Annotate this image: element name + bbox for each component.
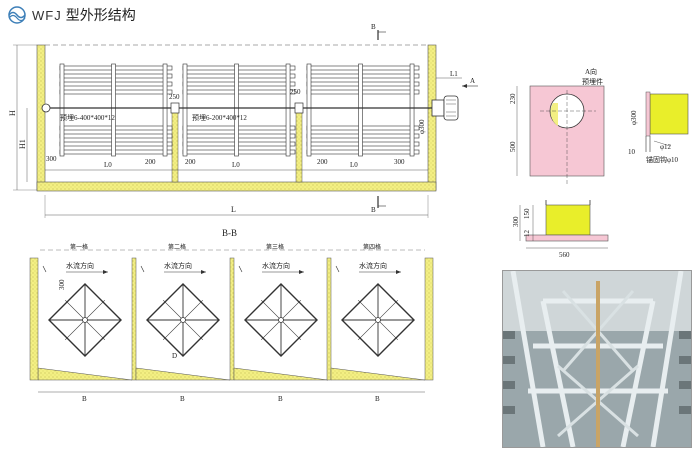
dim-250-2: 250 xyxy=(290,88,301,96)
hub-icon xyxy=(180,317,186,323)
embed-label-a: 预埋6-400*400*12 xyxy=(60,113,115,122)
flow-direction-label: 水流方向 xyxy=(262,261,290,270)
dim-l0-3: L0 xyxy=(350,161,358,169)
section-mark-top: B xyxy=(371,23,376,31)
lower-plate xyxy=(525,234,609,242)
dim-b: B xyxy=(375,395,380,403)
dim-l: L xyxy=(231,205,236,214)
divider-wall-1 xyxy=(171,105,179,183)
dim-300-section: 300 xyxy=(58,279,66,290)
dim-300-left: 300 xyxy=(46,155,57,163)
photo-illustration xyxy=(503,271,691,447)
section-mark-bottom: B xyxy=(371,206,376,214)
dim-200-1: 200 xyxy=(145,158,156,166)
paddle-frame-2 xyxy=(182,63,296,157)
section-right-wall xyxy=(424,257,434,381)
lower-dim-560: 560 xyxy=(559,251,570,259)
section-title: B-B xyxy=(222,228,237,238)
detail-dim-10: 10 xyxy=(628,148,636,156)
detail-dim-230: 230 xyxy=(509,93,517,104)
equipment-photo xyxy=(502,270,692,448)
dim-300-right: 300 xyxy=(394,158,405,166)
drive-motor-icon xyxy=(431,95,459,121)
dim-b: B xyxy=(180,395,185,403)
flow-direction-label: 水流方向 xyxy=(66,261,94,270)
dim-200-2: 200 xyxy=(185,158,196,166)
bearing-left-icon xyxy=(41,103,51,113)
detail-dim-phi300: φ300 xyxy=(630,110,638,125)
embed-label-b: 预埋6-200*400*12 xyxy=(192,113,247,122)
dim-b: B xyxy=(278,395,283,403)
cell-label: 第一格 xyxy=(70,243,88,251)
plan-view: B B A L1 H H1 300 L0 200 200 L0 200 xyxy=(8,23,478,218)
dim-l1: L1 xyxy=(450,70,458,78)
lower-sleeve xyxy=(545,204,591,236)
dim-l0-1: L0 xyxy=(104,161,112,169)
wave-logo-icon xyxy=(8,6,26,24)
page-title: 型外形结构 xyxy=(65,8,136,24)
dim-h: H xyxy=(8,110,17,116)
dim-phi300-top: φ300 xyxy=(418,119,426,134)
dim-250-1: 250 xyxy=(169,93,180,101)
view-mark-a: A xyxy=(470,77,475,85)
paddle-frame-1 xyxy=(59,63,173,157)
lower-dim-150: 150 xyxy=(523,208,531,219)
divider-wall-2 xyxy=(295,105,303,183)
left-wall xyxy=(36,44,46,191)
hub-icon xyxy=(82,317,88,323)
lower-dim-300: 300 xyxy=(512,216,520,227)
sleeve-section xyxy=(649,93,689,135)
flow-direction-label: 水流方向 xyxy=(359,261,387,270)
bearing-mid-2 xyxy=(294,102,304,114)
detail-a-view: A向 预埋件 230 500 φ300 φ12 10 锚固钩φ10 xyxy=(509,67,689,259)
detail-embed-label: 预埋件 xyxy=(582,77,603,86)
paddle-frame-3 xyxy=(306,63,420,157)
dim-b: B xyxy=(82,395,87,403)
cell-label: 第三格 xyxy=(266,243,284,251)
cell-label: 第二格 xyxy=(168,243,186,251)
header: WFJ 型外形结构 xyxy=(6,4,136,26)
right-wall xyxy=(427,44,437,191)
cell-label: 第四格 xyxy=(363,243,381,251)
dim-h1: H1 xyxy=(18,139,27,149)
detail-dim-500: 500 xyxy=(509,141,517,152)
flow-direction-label: 水流方向 xyxy=(164,261,192,270)
detail-view-title: A向 xyxy=(585,67,597,76)
dim-200-3: 200 xyxy=(317,158,328,166)
hub-icon xyxy=(375,317,381,323)
logo-text: WFJ xyxy=(32,7,62,23)
dim-d: D xyxy=(172,352,177,360)
section-left-wall xyxy=(29,257,39,381)
lower-dim-12: 12 xyxy=(523,230,531,238)
dim-l0-2: L0 xyxy=(232,161,240,169)
bottom-slab xyxy=(36,181,437,192)
bearing-mid-1 xyxy=(170,102,180,114)
detail-dim-phi12: φ12 xyxy=(660,143,672,151)
anchor-label: 锚固钩φ10 xyxy=(646,155,679,164)
hub-icon xyxy=(278,317,284,323)
